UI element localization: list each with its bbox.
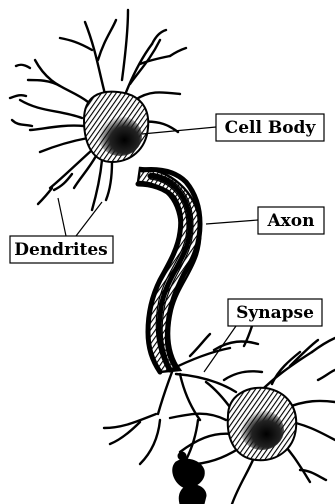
label-synapse-text: Synapse	[236, 303, 314, 323]
lower-neuron	[104, 326, 335, 504]
dendrites-leader-2	[76, 202, 102, 236]
lower-dendrites	[104, 326, 335, 504]
synapse-leader	[204, 326, 236, 372]
label-synapse: Synapse	[228, 299, 322, 326]
synaptic-terminals	[173, 452, 206, 504]
label-cell-body-text: Cell Body	[225, 118, 317, 138]
cell-body-leader	[142, 127, 216, 134]
label-axon: Axon	[258, 207, 324, 234]
label-dendrites-text: Dendrites	[14, 240, 107, 260]
label-axon-text: Axon	[266, 211, 314, 231]
axon-leader	[206, 220, 258, 224]
axon-path	[138, 168, 200, 372]
label-dendrites: Dendrites	[10, 236, 113, 263]
lower-cell-shading	[240, 410, 284, 450]
label-cell-body: Cell Body	[216, 114, 324, 141]
dendrites-leader-1	[58, 198, 66, 236]
upper-cell-shading	[98, 116, 142, 156]
